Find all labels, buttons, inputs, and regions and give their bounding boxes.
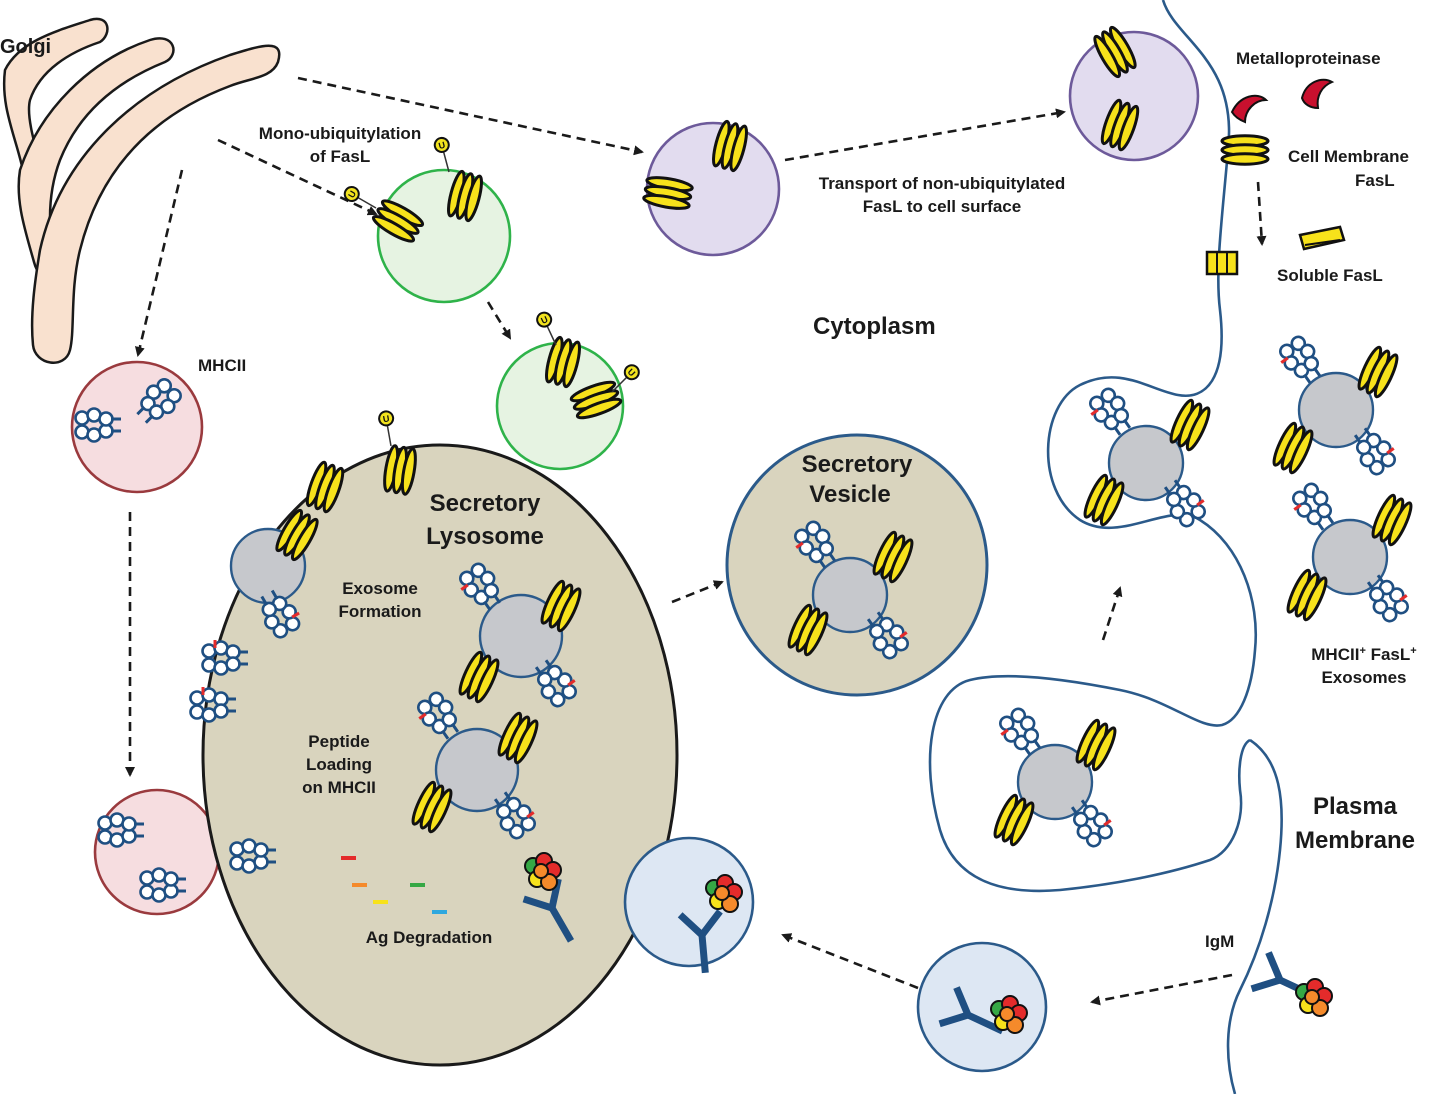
label-secretory-vesicle-2: Vesicle <box>809 481 890 508</box>
label-soluble-fasl: Soluble FasL <box>1277 266 1383 285</box>
fusing-exosome <box>989 705 1121 851</box>
secretory-lysosome <box>191 409 679 1067</box>
plasma-membrane-lower <box>1226 738 1283 1094</box>
label-metalloproteinase: Metalloproteinase <box>1236 49 1381 68</box>
ubiquitylated-vesicle-1 <box>341 135 512 304</box>
label-membrane: Membrane <box>1295 827 1415 854</box>
plasma-membrane-upper <box>928 0 1258 893</box>
metalloproteinase <box>1230 78 1335 124</box>
label-plasma: Plasma <box>1313 793 1398 820</box>
budding-exosome <box>1079 385 1215 531</box>
released-exosome-1 <box>1268 333 1401 479</box>
label-secretory-lysosome: Secretory <box>430 490 541 517</box>
cell-membrane-fasl <box>1220 134 1270 166</box>
label-exosome-formation: Exosome <box>342 579 418 598</box>
mhcii-vesicle-upper <box>70 360 204 494</box>
label-on-mhcii: on MHCII <box>302 778 376 797</box>
label-mhcii: MHCII <box>198 356 246 375</box>
label-transport-2: FasL to cell surface <box>863 197 1021 216</box>
label-loading: Loading <box>306 755 372 774</box>
label-igm: IgM <box>1205 932 1234 951</box>
membrane-fasl-stub <box>1205 250 1239 276</box>
ubiquitylated-vesicle-2 <box>495 309 643 471</box>
surface-igm <box>1252 953 1333 1016</box>
soluble-fasl <box>1298 225 1346 251</box>
transport-vesicle-2 <box>1068 23 1200 162</box>
transport-vesicle-1 <box>641 118 781 257</box>
label-cell-membrane-fasl: FasL <box>1355 171 1395 190</box>
label-golgi: Golgi <box>0 36 51 58</box>
endosome-2 <box>623 836 755 975</box>
label-cytoplasm: Cytoplasm <box>813 313 936 340</box>
label-ag-degradation: Ag Degradation <box>366 928 493 947</box>
label-secretory-lysosome-2: Lysosome <box>426 523 544 550</box>
label-of-fasl: of FasL <box>310 147 370 166</box>
label-mhcii-fasl-exosomes: MHCII+ FasL+ <box>1311 645 1416 664</box>
secretory-vesicle <box>725 433 989 697</box>
endosome-1 <box>916 941 1048 1073</box>
released-exosome-2 <box>1282 480 1417 626</box>
golgi-apparatus <box>2 17 281 364</box>
label-exosomes: Exosomes <box>1321 668 1406 687</box>
label-secretory-vesicle: Secretory <box>802 451 913 478</box>
label-peptide: Peptide <box>308 732 369 751</box>
label-cell-membrane: Cell Membrane <box>1288 147 1409 166</box>
label-exosome-formation-2: Formation <box>338 602 421 621</box>
mhcii-vesicle-lower <box>93 788 221 916</box>
label-transport: Transport of non-ubiquitylated <box>819 174 1065 193</box>
label-mono-ubiquitylation: Mono-ubiquitylation <box>259 124 421 143</box>
